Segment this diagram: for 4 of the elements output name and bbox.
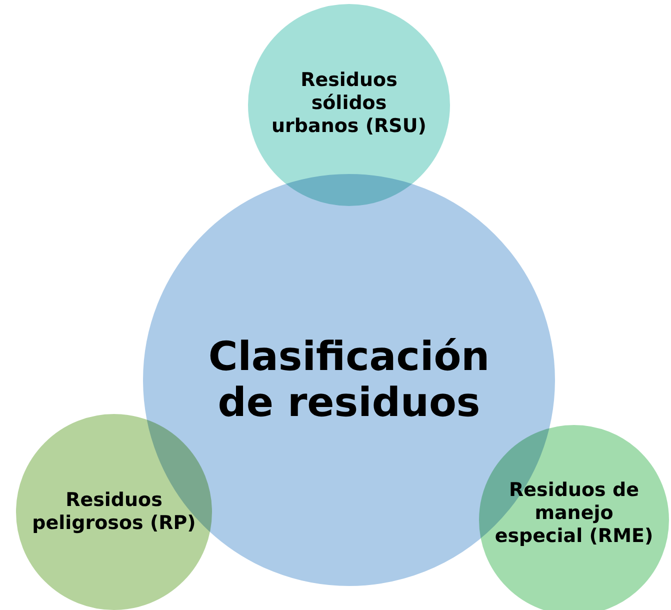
circle-label: Residuos sólidos urbanos (RSU) xyxy=(270,68,428,138)
circle-label: Residuos peligrosos (RP) xyxy=(31,489,197,535)
circle-label: Residuos de manejo especial (RME) xyxy=(494,478,654,548)
circle-label: Clasificación de residuos xyxy=(207,334,491,426)
